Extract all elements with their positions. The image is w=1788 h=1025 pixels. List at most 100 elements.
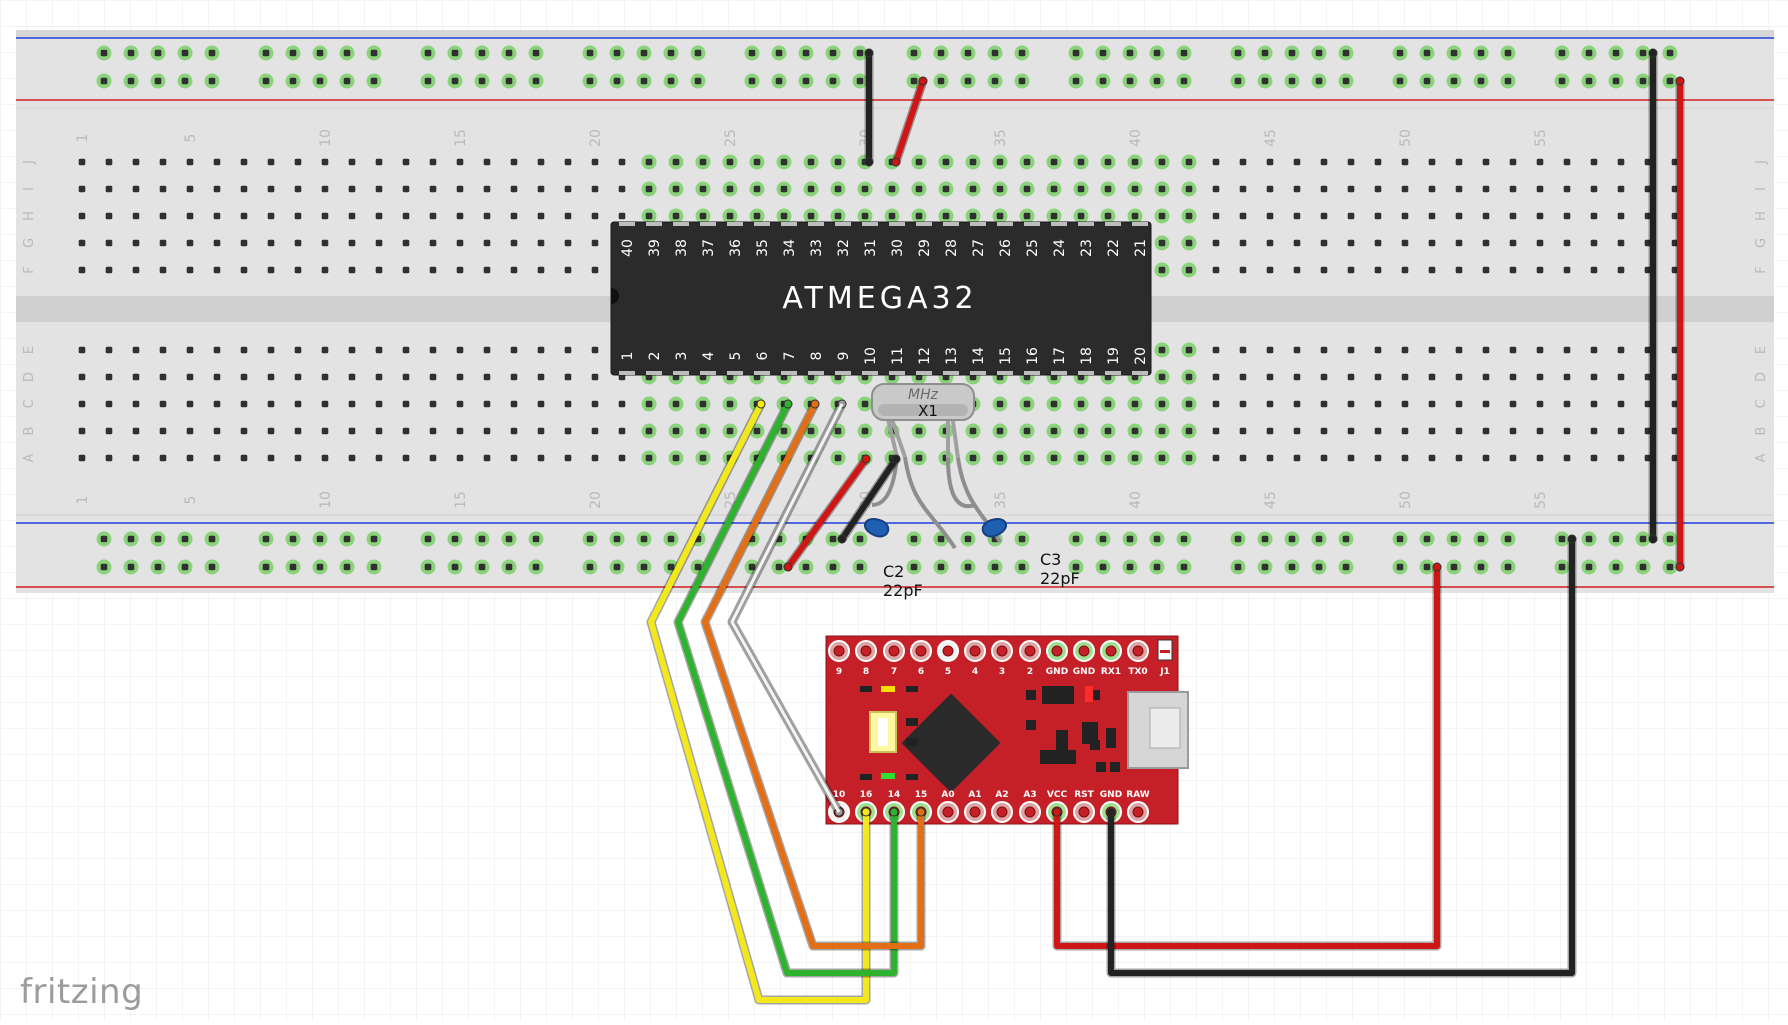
terminal-hole[interactable] [753,158,761,166]
terminal-hole[interactable] [510,266,518,274]
terminal-hole[interactable] [699,158,707,166]
top-power-rail-hole[interactable] [1666,77,1674,85]
terminal-hole[interactable] [1050,185,1058,193]
terminal-hole[interactable] [78,454,86,462]
bottom-power-rail-hole[interactable] [937,563,945,571]
top-power-rail-hole[interactable] [289,77,297,85]
top-power-rail-hole[interactable] [1018,49,1026,57]
top-power-rail-hole[interactable] [127,49,135,57]
terminal-hole[interactable] [1131,185,1139,193]
top-power-rail-hole[interactable] [289,49,297,57]
terminal-hole[interactable] [1185,239,1193,247]
terminal-hole[interactable] [1212,427,1220,435]
terminal-hole[interactable] [1536,212,1544,220]
terminal-hole[interactable] [1212,266,1220,274]
top-power-rail-hole[interactable] [586,49,594,57]
bottom-power-rail-hole[interactable] [1234,563,1242,571]
terminal-hole[interactable] [1428,239,1436,247]
terminal-hole[interactable] [1374,373,1382,381]
bottom-power-rail-hole[interactable] [154,535,162,543]
bottom-power-rail-hole[interactable] [1450,535,1458,543]
terminal-hole[interactable] [186,212,194,220]
terminal-hole[interactable] [1644,427,1652,435]
top-power-rail-hole[interactable] [856,49,864,57]
terminal-hole[interactable] [969,212,977,220]
terminal-hole[interactable] [1185,427,1193,435]
terminal-hole[interactable] [294,400,302,408]
terminal-hole[interactable] [78,239,86,247]
terminal-hole[interactable] [105,427,113,435]
terminal-hole[interactable] [294,373,302,381]
terminal-hole[interactable] [132,239,140,247]
bottom-power-rail-hole[interactable] [1072,563,1080,571]
terminal-hole[interactable] [132,427,140,435]
terminal-hole[interactable] [1293,400,1301,408]
terminal-hole[interactable] [1482,454,1490,462]
terminal-hole[interactable] [1185,158,1193,166]
terminal-hole[interactable] [834,427,842,435]
bottom-power-rail-hole[interactable] [910,563,918,571]
terminal-hole[interactable] [240,158,248,166]
bottom-power-rail-hole[interactable] [1558,535,1566,543]
terminal-hole[interactable] [915,158,923,166]
bottom-power-rail-hole[interactable] [1153,535,1161,543]
terminal-hole[interactable] [1023,427,1031,435]
terminal-hole[interactable] [861,400,869,408]
terminal-hole[interactable] [1401,400,1409,408]
top-power-rail-hole[interactable] [208,77,216,85]
terminal-hole[interactable] [159,239,167,247]
terminal-hole[interactable] [1185,400,1193,408]
terminal-hole[interactable] [969,427,977,435]
bottom-power-rail-hole[interactable] [1666,535,1674,543]
terminal-hole[interactable] [1482,427,1490,435]
terminal-hole[interactable] [105,266,113,274]
terminal-hole[interactable] [1158,212,1166,220]
terminal-hole[interactable] [1617,266,1625,274]
terminal-hole[interactable] [1563,239,1571,247]
terminal-hole[interactable] [105,373,113,381]
terminal-hole[interactable] [1104,212,1112,220]
terminal-hole[interactable] [348,346,356,354]
terminal-hole[interactable] [1077,185,1085,193]
terminal-hole[interactable] [78,158,86,166]
terminal-hole[interactable] [1374,239,1382,247]
terminal-hole[interactable] [213,266,221,274]
top-power-rail-hole[interactable] [478,77,486,85]
bottom-power-rail-hole[interactable] [181,535,189,543]
terminal-hole[interactable] [348,212,356,220]
bottom-power-rail-hole[interactable] [127,535,135,543]
terminal-hole[interactable] [240,346,248,354]
terminal-hole[interactable] [1185,346,1193,354]
bottom-power-rail-hole[interactable] [1639,563,1647,571]
terminal-hole[interactable] [213,346,221,354]
terminal-hole[interactable] [159,158,167,166]
top-power-rail-hole[interactable] [910,77,918,85]
terminal-hole[interactable] [807,158,815,166]
top-power-rail-hole[interactable] [1099,49,1107,57]
terminal-hole[interactable] [1239,373,1247,381]
terminal-hole[interactable] [726,212,734,220]
terminal-hole[interactable] [1644,185,1652,193]
terminal-hole[interactable] [1212,454,1220,462]
terminal-hole[interactable] [726,427,734,435]
terminal-hole[interactable] [429,266,437,274]
terminal-hole[interactable] [1374,266,1382,274]
terminal-hole[interactable] [1428,185,1436,193]
bottom-power-rail-hole[interactable] [1612,535,1620,543]
terminal-hole[interactable] [402,427,410,435]
terminal-hole[interactable] [321,400,329,408]
terminal-hole[interactable] [78,400,86,408]
terminal-hole[interactable] [1266,427,1274,435]
terminal-hole[interactable] [1590,454,1598,462]
top-power-rail-hole[interactable] [478,49,486,57]
terminal-hole[interactable] [240,373,248,381]
terminal-hole[interactable] [132,454,140,462]
terminal-hole[interactable] [1347,212,1355,220]
terminal-hole[interactable] [132,400,140,408]
terminal-hole[interactable] [1563,427,1571,435]
bottom-power-rail-hole[interactable] [802,563,810,571]
bottom-power-rail-hole[interactable] [181,563,189,571]
terminal-hole[interactable] [1185,212,1193,220]
